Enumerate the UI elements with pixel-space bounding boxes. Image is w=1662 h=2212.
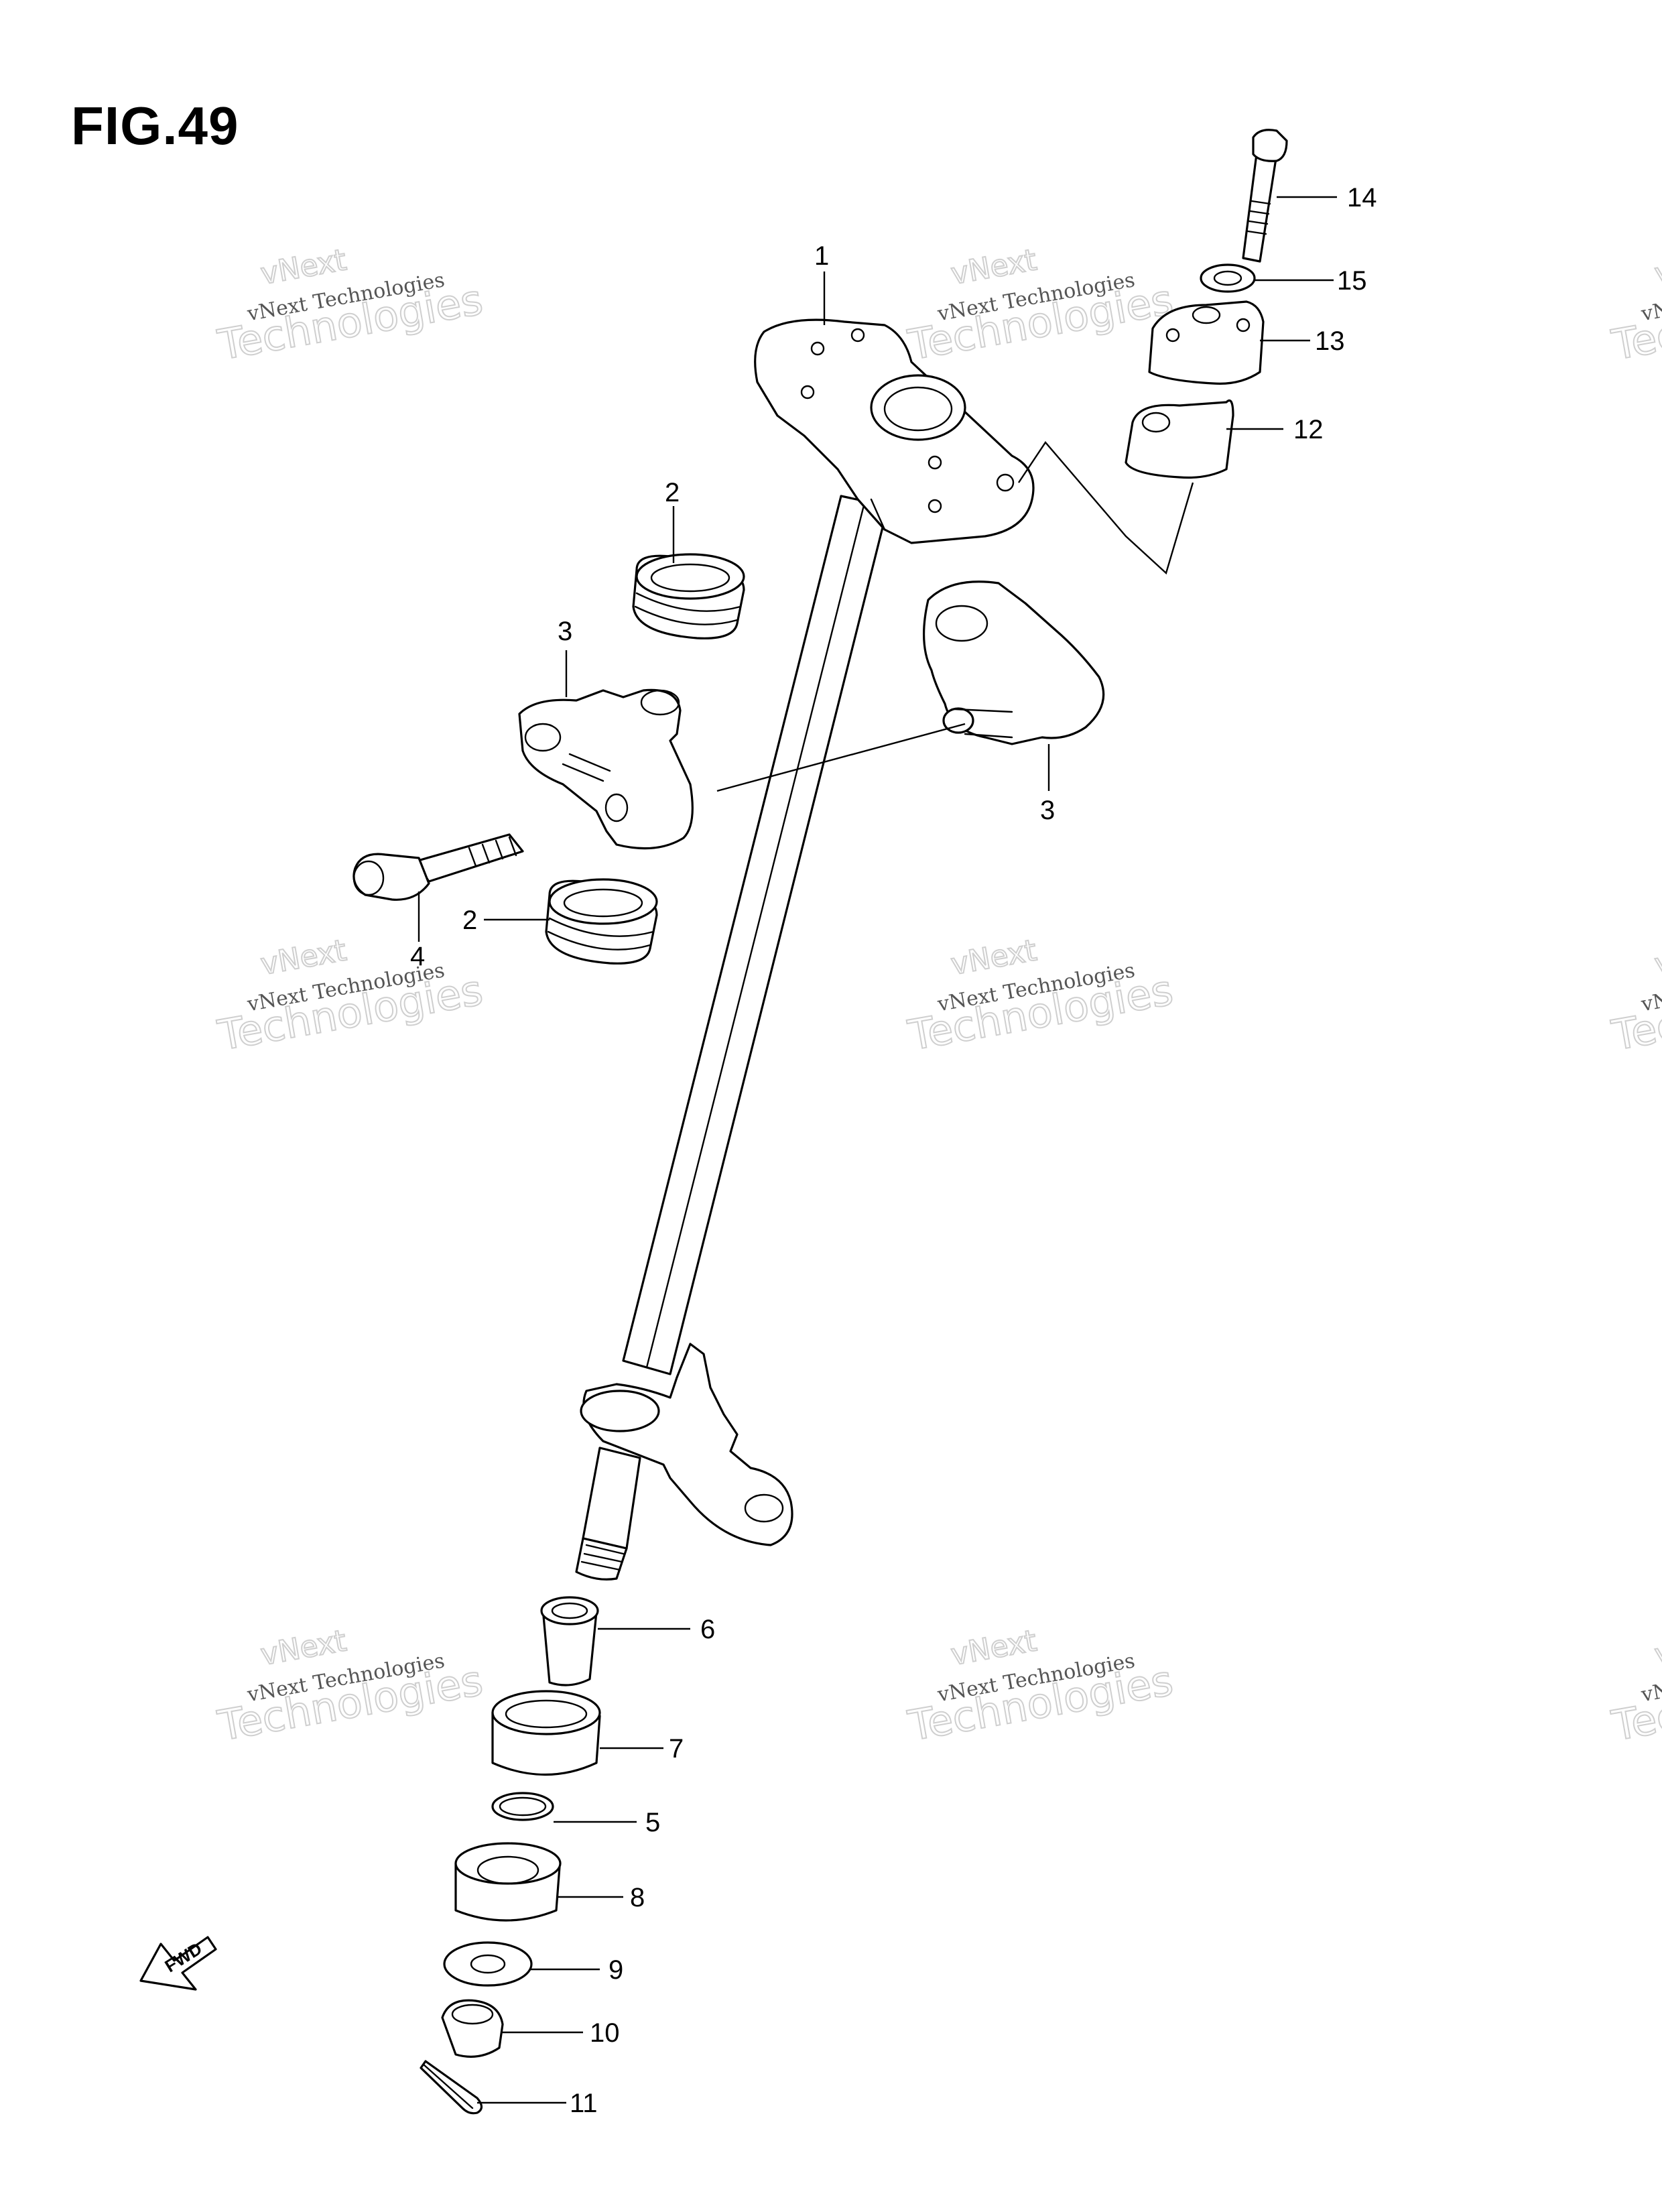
callout-11: 11 xyxy=(570,2089,598,2118)
svg-text:vNext: vNext xyxy=(948,1623,1039,1672)
callout-15: 15 xyxy=(1337,266,1367,296)
fwd-arrow-icon: FWD xyxy=(139,1936,217,1991)
callout-5: 5 xyxy=(645,1808,660,1837)
callout-7: 7 xyxy=(669,1734,684,1764)
bearing-7 xyxy=(491,1690,601,1776)
svg-text:vNext: vNext xyxy=(948,243,1039,292)
svg-text:vNext: vNext xyxy=(258,243,348,292)
callout-2: 2 xyxy=(665,478,680,507)
bushing-lower xyxy=(545,878,658,965)
callout-2: 2 xyxy=(462,906,477,935)
steering-shaft xyxy=(575,318,1035,1581)
svg-text:Technologies: Technologies xyxy=(1608,965,1662,1060)
callout-9: 9 xyxy=(609,1955,623,1985)
callout-3: 3 xyxy=(1040,796,1055,825)
washer-9 xyxy=(443,1941,533,1987)
watermark: vNext vNext Technologies Technologies xyxy=(904,1623,1177,1751)
cotter-pin-11 xyxy=(420,2060,483,2115)
callout-leaders xyxy=(418,196,1337,2104)
watermark: vNext vNext Technologies Technologies xyxy=(1608,932,1662,1060)
callout-14: 14 xyxy=(1347,183,1377,212)
bushing-6 xyxy=(540,1596,599,1686)
svg-text:vNext: vNext xyxy=(258,933,348,982)
watermark: vNext vNext Technologies Technologies xyxy=(1608,1623,1662,1751)
watermark: vNext vNext Technologies Technologies xyxy=(214,932,487,1060)
callout-1: 1 xyxy=(814,241,829,271)
svg-text:Technologies: Technologies xyxy=(1608,1656,1662,1750)
callout-12: 12 xyxy=(1293,415,1324,444)
clamp-upper-13 xyxy=(1148,300,1265,385)
clamp-lower-12 xyxy=(1125,399,1234,479)
callout-3: 3 xyxy=(558,617,572,646)
figure-title: FIG.49 xyxy=(71,96,239,156)
svg-text:vNext: vNext xyxy=(258,1623,348,1672)
washer-15 xyxy=(1200,263,1256,293)
callout-labels: 1 2 3 3 4 2 14 15 13 12 6 7 5 8 9 10 11 xyxy=(410,183,1377,2118)
bolt-14 xyxy=(1242,129,1288,263)
callout-10: 10 xyxy=(590,2018,620,2048)
callout-4: 4 xyxy=(410,942,425,971)
watermark: vNext vNext Technologies Technologies xyxy=(904,242,1177,370)
watermark: vNext vNext Technologies Technologies xyxy=(904,932,1177,1060)
watermark: vNext vNext Technologies Technologies xyxy=(214,1623,487,1751)
holder-right xyxy=(922,580,1105,745)
assembly-leader xyxy=(1018,441,1194,575)
svg-text:Technologies: Technologies xyxy=(1608,275,1662,369)
nut-10 xyxy=(441,1999,504,2058)
watermark: vNext vNext Technologies Technologies xyxy=(214,242,487,370)
oring-5 xyxy=(491,1792,554,1821)
seal-8 xyxy=(454,1842,562,1922)
callout-8: 8 xyxy=(630,1883,645,1912)
watermark: vNext vNext Technologies Technologies xyxy=(1608,242,1662,370)
bolt-holder xyxy=(353,833,524,901)
svg-text:vNext: vNext xyxy=(948,933,1039,982)
callout-13: 13 xyxy=(1315,326,1345,356)
callout-6: 6 xyxy=(700,1615,715,1644)
bushing-upper xyxy=(632,553,745,639)
assembly-leader xyxy=(716,723,966,792)
svg-text:vNext: vNext xyxy=(1652,1623,1662,1672)
svg-text:vNext: vNext xyxy=(1652,243,1662,292)
svg-text:vNext: vNext xyxy=(1652,933,1662,982)
holder-left xyxy=(518,688,694,850)
